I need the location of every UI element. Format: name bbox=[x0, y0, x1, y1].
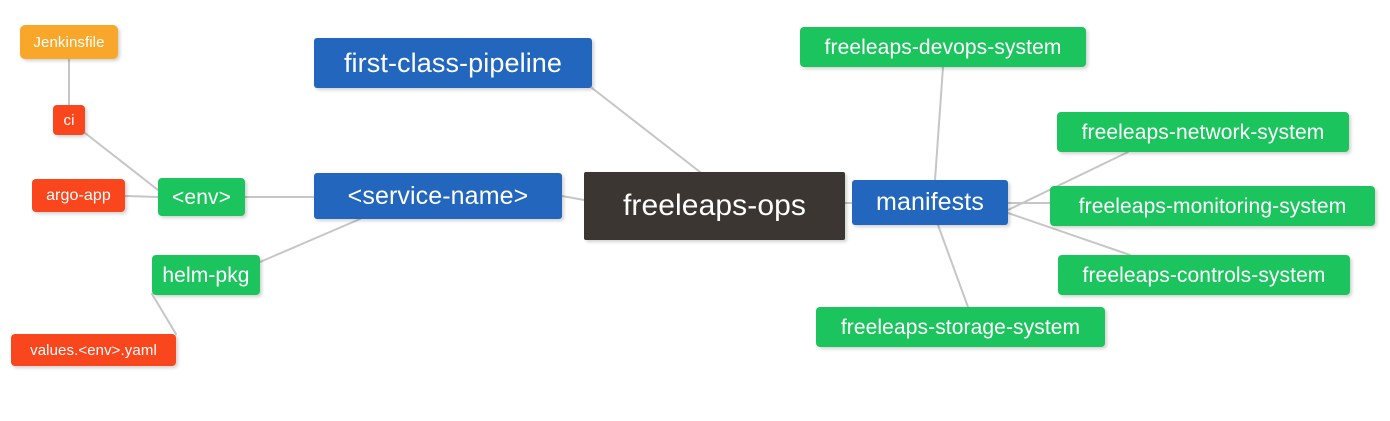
node-freeleaps-network-system[interactable]: freeleaps-network-system bbox=[1057, 112, 1349, 152]
node-label: <env> bbox=[172, 185, 231, 209]
edge-helm-pkg-to-service-name bbox=[259, 218, 361, 263]
node-label: manifests bbox=[876, 188, 984, 216]
node-label: ci bbox=[63, 111, 75, 129]
node-label: argo-app bbox=[46, 186, 111, 204]
node-label: helm-pkg bbox=[162, 263, 250, 287]
node-label: freeleaps-controls-system bbox=[1082, 263, 1326, 287]
node-label: values.<env>.yaml bbox=[30, 341, 157, 359]
edge-manifests-to-freeleaps-storage-system bbox=[937, 224, 969, 308]
node-service-name[interactable]: <service-name> bbox=[314, 173, 562, 219]
node-helm-pkg[interactable]: helm-pkg bbox=[152, 255, 260, 295]
node-freeleaps-ops[interactable]: freeleaps-ops bbox=[584, 172, 845, 240]
edge-service-name-to-freeleaps-ops bbox=[561, 195, 585, 201]
node-label: freeleaps-storage-system bbox=[840, 315, 1081, 339]
edge-values-env-yaml-to-helm-pkg bbox=[151, 293, 177, 335]
node-jenkinsfile[interactable]: Jenkinsfile bbox=[20, 25, 118, 59]
node-first-class-pipeline[interactable]: first-class-pipeline bbox=[314, 38, 592, 88]
node-label: <service-name> bbox=[347, 181, 529, 210]
edge-first-class-pipeline-to-freeleaps-ops bbox=[591, 87, 701, 173]
edge-manifests-to-freeleaps-devops-system bbox=[934, 66, 944, 181]
node-manifests[interactable]: manifests bbox=[852, 180, 1008, 225]
node-label: freeleaps-network-system bbox=[1081, 120, 1325, 144]
node-freeleaps-devops-system[interactable]: freeleaps-devops-system bbox=[800, 27, 1086, 67]
node-label: Jenkinsfile bbox=[33, 33, 105, 51]
node-ci[interactable]: ci bbox=[53, 105, 85, 135]
node-label: freeleaps-ops bbox=[622, 189, 807, 222]
edge-argo-app-to-env bbox=[124, 195, 159, 198]
node-env[interactable]: <env> bbox=[158, 178, 245, 216]
node-argo-app[interactable]: argo-app bbox=[32, 179, 125, 212]
node-freeleaps-monitoring-system[interactable]: freeleaps-monitoring-system bbox=[1050, 186, 1375, 226]
node-label: first-class-pipeline bbox=[343, 47, 563, 78]
node-freeleaps-controls-system[interactable]: freeleaps-controls-system bbox=[1058, 255, 1350, 295]
node-label: freeleaps-devops-system bbox=[824, 35, 1062, 59]
node-values-env-yaml[interactable]: values.<env>.yaml bbox=[11, 334, 176, 366]
node-freeleaps-storage-system[interactable]: freeleaps-storage-system bbox=[816, 307, 1105, 347]
node-label: freeleaps-monitoring-system bbox=[1078, 194, 1347, 218]
